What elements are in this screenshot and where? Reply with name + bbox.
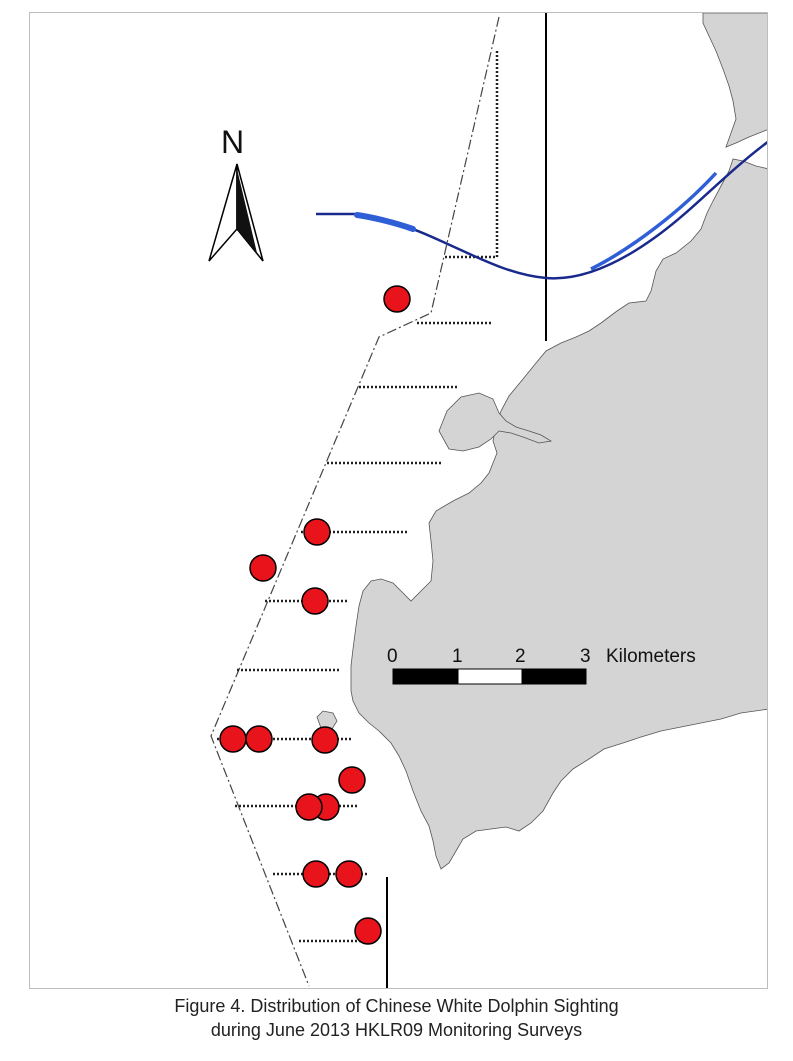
sighting-marker <box>338 766 366 794</box>
north-arrow-shade <box>237 169 257 253</box>
land-islet <box>316 710 338 730</box>
sighting-marker <box>249 554 277 582</box>
sighting-marker <box>311 726 339 754</box>
transect-lines <box>217 51 499 943</box>
scale-bar: 0 1 2 3 Kilometers <box>387 646 696 685</box>
sighting-marker <box>303 518 331 546</box>
sighting-marker <box>219 725 247 753</box>
figure-caption-line-1: Figure 4. Distribution of Chinese White … <box>174 996 619 1016</box>
sighting-marker <box>354 917 382 945</box>
bridge-route-highlight <box>354 212 416 232</box>
scale-unit: Kilometers <box>606 646 696 667</box>
north-label: N <box>221 124 244 160</box>
scale-tick-0: 0 <box>387 646 398 667</box>
bridge-route-highlight <box>590 171 718 271</box>
survey-area-boundary <box>210 16 500 987</box>
scale-seg-1 <box>392 668 459 685</box>
scale-seg-3 <box>521 668 587 685</box>
figure-caption-line-2: during June 2013 HKLR09 Monitoring Surve… <box>210 1020 583 1040</box>
dolphin-sightings <box>219 285 411 945</box>
map-canvas: N 0 1 2 3 Kilometers <box>208 13 767 988</box>
land-lantau <box>350 158 767 870</box>
scale-seg-2 <box>457 668 523 685</box>
sighting-marker <box>301 587 329 615</box>
north-arrow: N <box>208 124 264 262</box>
scale-tick-3: 3 <box>580 646 591 667</box>
transect-line <box>445 51 499 259</box>
sighting-marker <box>302 860 330 888</box>
sighting-marker <box>245 725 273 753</box>
land-peninsula <box>438 392 553 452</box>
land-north-east <box>702 13 767 148</box>
map-frame: N 0 1 2 3 Kilometers <box>29 12 768 989</box>
sighting-marker <box>335 860 363 888</box>
sighting-marker <box>295 793 323 821</box>
north-arrow-left <box>208 163 238 262</box>
sighting-marker <box>383 285 411 313</box>
scale-tick-1: 1 <box>452 646 463 667</box>
scale-tick-2: 2 <box>515 646 526 667</box>
